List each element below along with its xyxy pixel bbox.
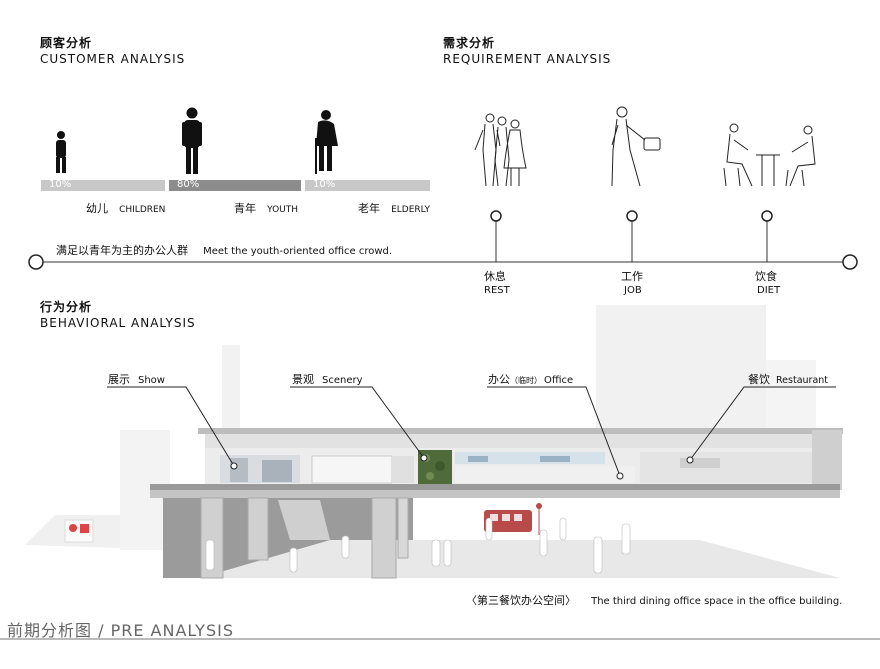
youth-label-en: YOUTH — [267, 205, 299, 215]
elderly-percent: 10% — [313, 179, 336, 190]
job-label-cn: 工作 — [621, 270, 643, 283]
callout-scenery-en: Scenery — [322, 375, 363, 386]
callout-office-en: Office — [544, 375, 574, 386]
building-section — [150, 428, 843, 579]
elderly-share-bar: 10% — [305, 179, 430, 191]
callout-show-cn: 展示 — [108, 373, 130, 386]
rest-label-cn: 休息 — [484, 270, 506, 283]
customer-summary-cn: 满足以青年为主的办公人群 — [56, 244, 188, 257]
callout-office-cn: 办公 — [488, 373, 510, 386]
diet-node — [761, 210, 773, 222]
callout-scenery: 景观 Scenery — [292, 371, 363, 387]
job-label-en: JOB — [624, 285, 642, 296]
metro-logo-icon — [69, 524, 77, 532]
children-share-bar: 10% — [41, 179, 165, 191]
callout-leaders — [107, 386, 836, 480]
plaza-floor — [200, 540, 840, 578]
children-label: 幼儿 CHILDREN — [86, 197, 165, 216]
elderly-figure-icon — [315, 110, 338, 174]
customer-summary-en: Meet the youth-oriented office crowd. — [203, 246, 393, 257]
callout-restaurant-cn: 餐饮 — [748, 373, 770, 386]
job-node — [626, 210, 638, 222]
callout-restaurant: 餐饮 Restaurant — [748, 371, 828, 387]
elderly-label-en: ELDERLY — [391, 205, 430, 215]
callout-show-en: Show — [138, 375, 165, 386]
customer-title-cn: 顾客分析 — [40, 36, 93, 50]
job-walker-icon — [611, 106, 661, 187]
diet-label-cn: 饮食 — [755, 270, 777, 283]
callout-office: 办公（临时）Office — [488, 371, 573, 387]
plaza-people — [205, 517, 631, 574]
column-3 — [371, 497, 397, 579]
floor-slab — [150, 484, 840, 490]
child-figure-icon — [56, 131, 66, 173]
children-label-cn: 幼儿 — [86, 202, 108, 215]
youth-percent: 80% — [177, 179, 200, 190]
escalator — [278, 500, 330, 540]
callout-restaurant-en: Restaurant — [776, 375, 829, 386]
elderly-label-cn: 老年 — [358, 202, 380, 215]
section-caption-cn: 〈第三餐饮办公空间〉 — [466, 594, 576, 607]
children-label-en: CHILDREN — [119, 205, 166, 215]
behavioral-title-cn: 行为分析 — [40, 300, 93, 314]
requirement-title-en: REQUIREMENT ANALYSIS — [443, 52, 612, 66]
bus-stop-icon — [536, 503, 542, 509]
metro-logo-2-icon — [80, 524, 89, 533]
section-caption-en: The third dining office space in the off… — [591, 596, 843, 607]
rest-people-icon — [474, 113, 527, 187]
rest-node — [490, 210, 502, 222]
diet-label-en: DIET — [757, 285, 781, 296]
elderly-label: 老年 ELDERLY — [358, 197, 430, 216]
diet-dining-icon — [723, 123, 816, 187]
column-2 — [247, 497, 269, 561]
footer-title: 前期分析图 / PRE ANALYSIS — [7, 621, 234, 640]
youth-label-cn: 青年 — [234, 202, 256, 215]
youth-figure-icon — [182, 107, 202, 174]
behavioral-title-en: BEHAVIORAL ANALYSIS — [40, 316, 196, 330]
children-percent: 10% — [49, 179, 72, 190]
rest-label-en: REST — [484, 285, 510, 296]
customer-title-en: CUSTOMER ANALYSIS — [40, 52, 186, 66]
callout-office-note: （临时） — [510, 376, 542, 385]
youth-label: 青年 YOUTH — [234, 197, 298, 216]
section-caption: 〈第三餐饮办公空间〉 The third dining office space… — [466, 589, 842, 608]
requirement-title-cn: 需求分析 — [443, 36, 496, 50]
callout-scenery-cn: 景观 — [292, 373, 314, 386]
roof-slab — [198, 428, 843, 434]
youth-share-bar: 80% — [169, 179, 301, 191]
background-tower-left — [222, 345, 240, 435]
customer-summary: 满足以青年为主的办公人群 Meet the youth-oriented off… — [56, 239, 392, 258]
callout-show: 展示 Show — [108, 371, 165, 387]
background-tower-right-2 — [766, 360, 816, 430]
timeline-end-node — [842, 254, 858, 270]
timeline-start-node — [28, 254, 44, 270]
